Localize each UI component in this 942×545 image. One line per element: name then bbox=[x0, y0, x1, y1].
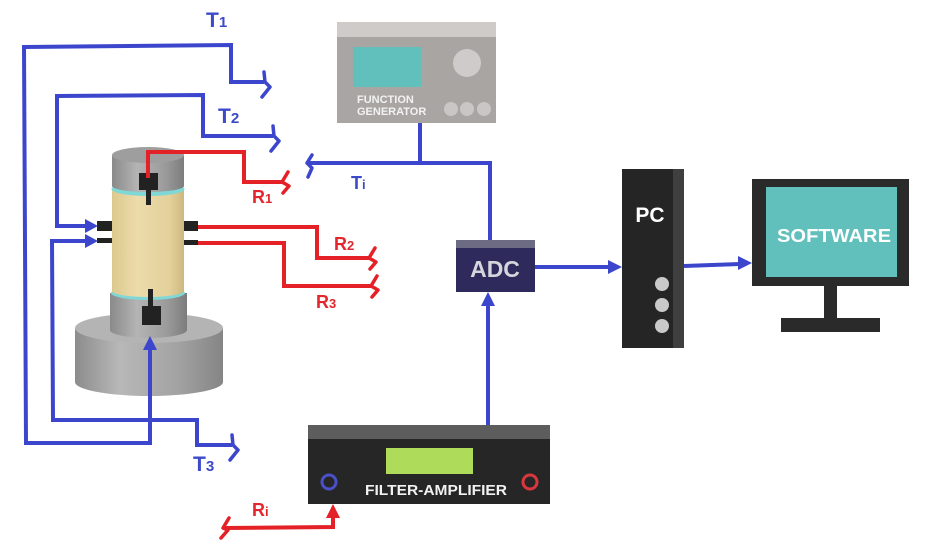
wire-t2 bbox=[55, 92, 273, 228]
pc-label: PC bbox=[635, 204, 664, 227]
arrow-up-adc-icon bbox=[481, 292, 495, 306]
wire-pc-to-monitor bbox=[683, 262, 741, 268]
soil-specimen bbox=[112, 188, 184, 297]
receiver-wires bbox=[146, 150, 380, 540]
label-t3: T3 bbox=[193, 453, 214, 476]
bottom-bender-blade bbox=[148, 289, 153, 306]
wire-r2 bbox=[198, 225, 369, 260]
connector-r1-icon bbox=[280, 170, 291, 195]
wire-t3 bbox=[49, 239, 232, 447]
label-r3: R3 bbox=[316, 292, 336, 312]
transmitter-wires bbox=[22, 42, 752, 462]
connector-ti-icon bbox=[305, 153, 314, 179]
right-upper-side-element bbox=[184, 221, 198, 231]
pc-drive-light bbox=[655, 298, 669, 312]
top-bender-blade bbox=[146, 190, 151, 205]
function-generator-button bbox=[444, 102, 458, 116]
connector-ri-icon bbox=[219, 516, 231, 540]
connector-t2-icon bbox=[269, 124, 281, 153]
arrow-right-monitor-icon bbox=[738, 256, 752, 270]
arrow-right-lower-element-icon bbox=[85, 234, 98, 248]
pc-drive-light bbox=[655, 319, 669, 333]
adc-unit: ADC bbox=[456, 240, 535, 292]
filter-amplifier: FILTER-AMPLIFIER bbox=[308, 425, 550, 504]
monitor-screen bbox=[766, 187, 897, 277]
wire-t1 bbox=[23, 42, 264, 84]
function-generator-button bbox=[477, 102, 491, 116]
left-lower-side-element bbox=[97, 238, 112, 243]
wire-ti bbox=[308, 161, 492, 240]
monitor-stand-neck bbox=[824, 286, 837, 318]
arrow-right-upper-element-icon bbox=[85, 219, 98, 233]
label-r1: R1 bbox=[252, 187, 272, 207]
pc-tower: PC bbox=[622, 169, 684, 348]
connector-r2-icon bbox=[367, 246, 378, 271]
arrow-right-pc-icon bbox=[608, 260, 622, 274]
software-label: SOFTWARE bbox=[777, 226, 891, 246]
bottom-bender-element bbox=[142, 306, 161, 325]
right-lower-side-element bbox=[184, 240, 198, 245]
filter-amplifier-output-jack bbox=[521, 473, 539, 491]
monitor: SOFTWARE bbox=[752, 179, 909, 332]
filter-amplifier-label: FILTER-AMPLIFIER bbox=[365, 482, 507, 499]
label-r2: R2 bbox=[334, 234, 354, 254]
label-t2: T2 bbox=[218, 105, 239, 128]
connector-t1-icon bbox=[260, 70, 272, 99]
wire-outer-to-bottom-element bbox=[22, 44, 152, 445]
function-generator-screen bbox=[353, 47, 421, 87]
label-ri: Ri bbox=[252, 500, 269, 520]
connector-t3-icon bbox=[228, 433, 240, 462]
label-t1: T1 bbox=[206, 9, 227, 32]
function-generator-knob bbox=[453, 49, 481, 77]
left-upper-side-element bbox=[97, 221, 112, 231]
label-ti: Ti bbox=[351, 173, 366, 193]
arrow-up-filter-input-icon bbox=[326, 504, 340, 518]
wire-r1 bbox=[146, 150, 282, 184]
connector-r3-icon bbox=[369, 274, 380, 299]
monitor-stand-base bbox=[781, 318, 880, 332]
adc-label: ADC bbox=[470, 256, 520, 282]
arrow-up-bottom-element-icon bbox=[143, 336, 157, 350]
function-generator-button bbox=[460, 102, 474, 116]
wire-ri bbox=[223, 516, 335, 530]
filter-amplifier-display bbox=[386, 448, 473, 474]
function-generator-label-line2: GENERATOR bbox=[357, 106, 426, 118]
function-generator-label-line1: FUNCTION bbox=[357, 94, 414, 106]
top-bender-element bbox=[139, 173, 158, 190]
function-generator: FUNCTION GENERATOR bbox=[337, 22, 496, 123]
pc-drive-light bbox=[655, 277, 669, 291]
wire-r3 bbox=[198, 241, 371, 288]
filter-amplifier-input-jack bbox=[320, 473, 338, 491]
